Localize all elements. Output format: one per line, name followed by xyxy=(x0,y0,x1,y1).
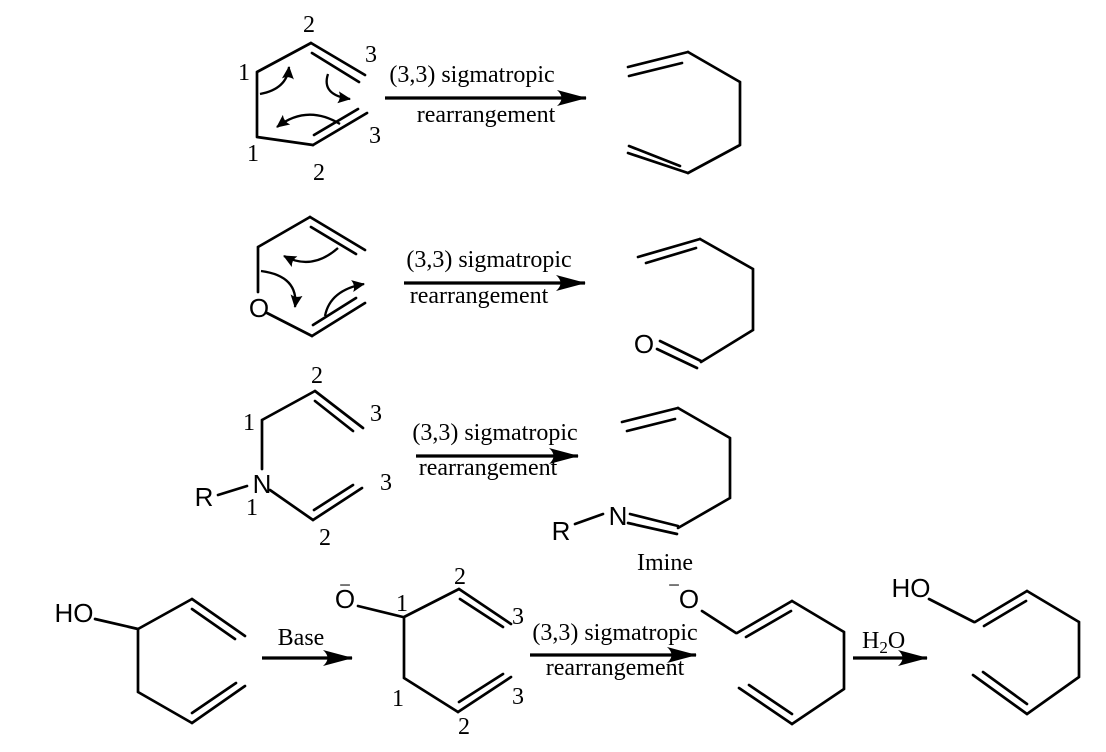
r-group-label: R xyxy=(195,482,214,512)
azacope-reactant: N R 2 3 1 1 2 3 xyxy=(195,363,392,551)
water-arrow-label: H2O xyxy=(862,628,905,657)
position-label-c1-top: 1 xyxy=(396,591,408,617)
azacope-reactant-double-bonds xyxy=(311,389,365,522)
arrow-label-line2: rearrangement xyxy=(419,455,558,481)
position-label-c2-bottom: 2 xyxy=(458,714,470,740)
cope-product xyxy=(626,50,742,175)
position-label-c2-top: 2 xyxy=(454,564,466,590)
oxycope-enolate: − O xyxy=(668,573,846,726)
cope-reactant-single-bonds xyxy=(255,41,315,147)
position-label-c3-bottom: 3 xyxy=(380,470,392,496)
claisen-product: O xyxy=(634,237,755,370)
alcohol-single-bonds xyxy=(93,597,194,725)
position-label-c1-bottom: 1 xyxy=(392,686,404,712)
oxygen-atom-label: O xyxy=(335,584,355,614)
alkoxide-double-bonds xyxy=(456,587,513,714)
azacope-reaction-arrow: (3,3) sigmatropic rearrangement xyxy=(412,420,579,481)
cope-product-single-bonds xyxy=(686,50,742,175)
arrow-label-line1: (3,3) sigmatropic xyxy=(389,62,554,88)
oxycope-alcohol: HO xyxy=(55,597,247,725)
enolate-single-bonds xyxy=(700,599,846,726)
position-label-c2-bottom: 2 xyxy=(319,525,331,551)
azacope-reactant-single-bonds xyxy=(216,389,317,522)
oxygen-atom-label: O xyxy=(679,584,699,614)
position-label-c2-top: 2 xyxy=(311,363,323,389)
electron-pushing-arrow xyxy=(260,269,303,308)
r-group-label: R xyxy=(552,516,571,546)
claisen-reactant: O xyxy=(249,215,367,338)
enol-double-bonds xyxy=(971,589,1029,716)
position-label-c3-top: 3 xyxy=(365,42,377,68)
claisen-product-double-bonds xyxy=(636,237,703,370)
hydroxyl-label: HO xyxy=(892,573,931,603)
electron-pushing-arrow xyxy=(259,66,294,96)
enol-single-bonds xyxy=(927,589,1081,716)
negative-charge-label: − xyxy=(339,573,351,597)
alkoxide-single-bonds xyxy=(356,587,461,714)
oxygen-atom-label: O xyxy=(249,293,269,323)
alcohol-double-bonds xyxy=(190,597,247,725)
claisen-reactant-single-bonds xyxy=(256,215,314,338)
azacope-product-single-bonds xyxy=(573,406,732,530)
azacope-product-double-bonds xyxy=(620,406,680,536)
oxygen-atom-label: O xyxy=(634,329,654,359)
position-label-c2-bottom: 2 xyxy=(313,160,325,186)
position-label-c2-top: 2 xyxy=(303,12,315,38)
oxycope-enol: HO xyxy=(892,573,1081,716)
azacope-product: R N Imine xyxy=(552,406,732,576)
position-label-c3-top: 3 xyxy=(512,604,524,630)
negative-charge-label: − xyxy=(668,573,680,597)
cope-reactant: 2 3 1 1 2 3 xyxy=(238,12,381,186)
electron-pushing-arrow xyxy=(283,247,339,267)
position-label-c1-bottom: 1 xyxy=(247,141,259,167)
cope-reactant-double-bonds xyxy=(309,41,369,147)
electron-pushing-arrow xyxy=(323,280,365,317)
position-label-c1-top: 1 xyxy=(238,60,250,86)
electron-pushing-arrow xyxy=(276,113,341,128)
arrow-label-line1: (3,3) sigmatropic xyxy=(406,247,571,273)
position-label-c3-bottom: 3 xyxy=(369,123,381,149)
position-label-c1-top: 1 xyxy=(243,410,255,436)
position-label-c3-bottom: 3 xyxy=(512,684,524,710)
enolate-double-bonds xyxy=(735,599,794,726)
claisen-reaction-arrow: (3,3) sigmatropic rearrangement xyxy=(404,247,586,309)
position-label-n1: 1 xyxy=(246,495,258,521)
oxycope-reaction-arrow: (3,3) sigmatropic rearrangement xyxy=(530,620,698,681)
nitrogen-atom-label: N xyxy=(253,469,272,499)
base-arrow-label: Base xyxy=(278,625,325,651)
claisen-product-single-bonds xyxy=(698,237,755,364)
claisen-reactant-double-bonds xyxy=(308,215,367,338)
arrow-label-line1: (3,3) sigmatropic xyxy=(532,620,697,646)
position-label-c3-top: 3 xyxy=(370,401,382,427)
cope-reaction-arrow: (3,3) sigmatropic rearrangement xyxy=(385,62,587,128)
base-reaction-arrow: Base xyxy=(262,625,353,666)
hydroxyl-label: HO xyxy=(55,598,94,628)
arrow-label-line2: rearrangement xyxy=(417,102,556,128)
arrow-label-line1: (3,3) sigmatropic xyxy=(412,420,577,446)
electron-pushing-arrow xyxy=(325,73,351,104)
oxycope-alkoxide: − O 1 2 3 1 2 3 xyxy=(335,564,524,740)
cope-product-double-bonds xyxy=(626,50,690,175)
arrow-label-line2: rearrangement xyxy=(546,655,685,681)
arrow-label-line2: rearrangement xyxy=(410,283,549,309)
water-reaction-arrow: H2O xyxy=(853,628,928,666)
nitrogen-atom-label: N xyxy=(609,501,628,531)
product-caption: Imine xyxy=(637,550,693,576)
